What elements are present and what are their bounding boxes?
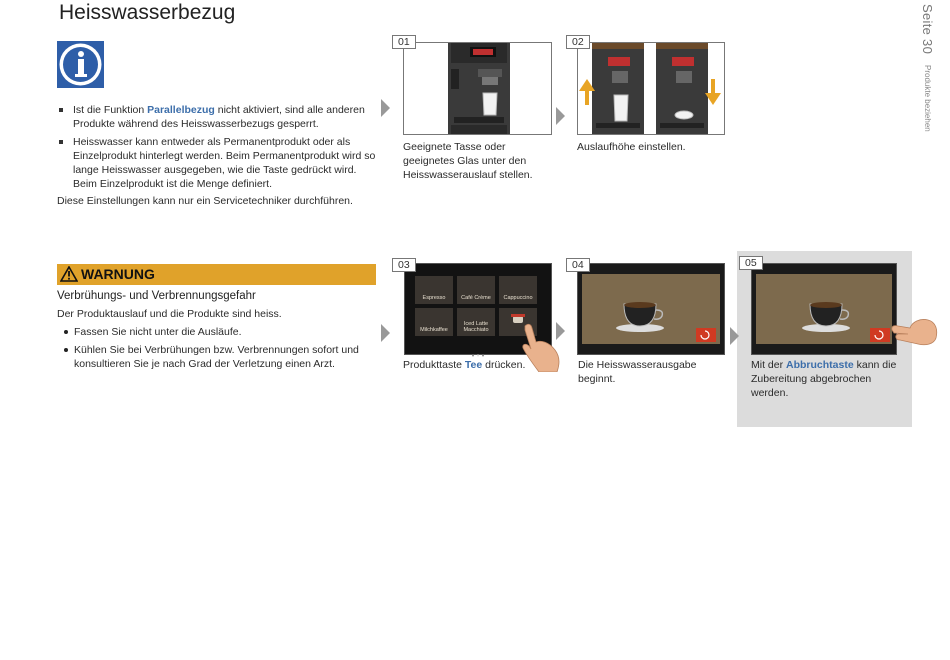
info-bullets: Ist die Funktion Parallelbezug nicht akt… [57, 103, 379, 195]
step-03-screen: Espresso Café Crème Cappuccino Milchkaff… [404, 263, 560, 372]
info-bullet-1: Ist die Funktion Parallelbezug nicht akt… [57, 103, 379, 131]
step-05-number: 05 [739, 256, 763, 270]
step-arrow-icon [381, 99, 390, 117]
step-05-screen [751, 263, 897, 355]
step-arrow-icon [730, 327, 739, 345]
step-01-image [403, 42, 552, 135]
product-tile: Espresso [415, 276, 453, 304]
step-03-number: 03 [392, 258, 416, 272]
step-01-number: 01 [392, 35, 416, 49]
hand-pointer-icon [891, 319, 938, 346]
product-tile: Cappuccino [499, 276, 537, 304]
warning-label: WARNUNG [81, 266, 155, 282]
hand-pointer-icon [522, 323, 560, 372]
link-tee: Tee [464, 359, 483, 371]
warning-text: Der Produktauslauf und die Produkte sind… [57, 308, 282, 320]
product-tile: Café Crème [457, 276, 495, 304]
step-05-caption: Mit der Abbruchtaste kann die Zubereitun… [751, 359, 897, 399]
product-tile: Iced Latte Macchiato [457, 308, 495, 336]
step-04-number: 04 [566, 258, 590, 272]
step-arrow-icon [556, 107, 565, 125]
warning-item: Fassen Sie nicht unter die Ausläufe. [64, 325, 376, 339]
page-header-vertical: Seite 30 Produkte beziehen [918, 4, 936, 131]
link-abbruchtaste: Abbruchtaste [786, 359, 854, 371]
section-name: Produkte beziehen [923, 64, 932, 132]
warning-triangle-icon [60, 266, 78, 282]
product-tile: Milchkaffee [415, 308, 453, 336]
step-arrow-icon [381, 324, 390, 342]
step-04-screen [577, 263, 725, 355]
step-02-caption: Auslaufhöhe einstellen. [577, 141, 686, 153]
page-title: Heisswasserbezug [59, 1, 236, 24]
step-03-caption: Produkttaste Tee drücken. [403, 359, 526, 371]
step-arrow-icon [556, 322, 565, 340]
warning-bar: WARNUNG [57, 264, 376, 285]
page-number: Seite 30 [920, 4, 935, 55]
page-dots [471, 344, 485, 357]
info-icon [57, 41, 104, 88]
step-02-image [577, 42, 725, 135]
step-04-caption: Die Heisswasserausgabe beginnt. [578, 359, 697, 385]
warning-item: Kühlen Sie bei Verbrühungen bzw. Verbren… [64, 343, 376, 371]
info-bullet-2: Heisswasser kann entweder als Permanentp… [57, 135, 379, 191]
warning-list: Fassen Sie nicht unter die Ausläufe. Küh… [64, 325, 376, 375]
step-01-caption: Geeignete Tasse oder geeignetes Glas unt… [403, 141, 533, 181]
service-note: Diese Einstellungen kann nur ein Service… [57, 195, 353, 207]
warning-subtitle: Verbrühungs- und Verbrennungsgefahr [57, 290, 256, 302]
cancel-button-icon [870, 328, 890, 342]
step-02-number: 02 [566, 35, 590, 49]
link-parallelbezug: Parallelbezug [147, 104, 215, 116]
